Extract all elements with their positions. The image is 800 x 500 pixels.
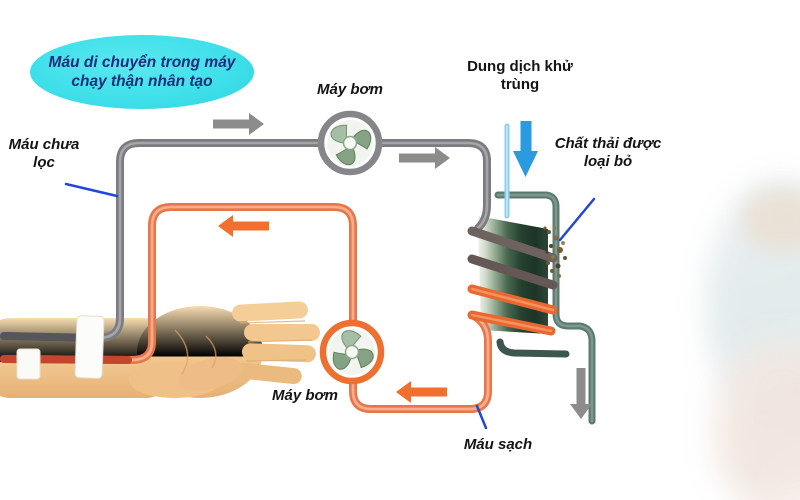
fingers [232,301,320,385]
diagram-title: Máu di chuyển trong máy chạy thận nhân t… [48,53,236,90]
callout-lines [64,182,596,430]
callout-line-waste [558,197,596,242]
label-unfiltered-blood: Máu chưa lọc [8,136,80,171]
flow-arrow-left-icon [218,215,269,237]
callout-line-unfiltered [64,182,119,198]
label-pump-top: Máy bơm [317,81,383,98]
waste-particles [543,226,567,278]
arm-illustration [0,301,320,398]
callout-line-clean [475,404,488,430]
thumb [177,357,243,391]
bath-drain-tube [494,191,596,425]
flow-arrow-left-icon [396,381,447,403]
solution-arrow-down-icon [513,121,538,177]
tape-band [16,315,105,380]
pump-bottom [318,318,386,387]
label-clean-blood: Máu sạch [463,436,533,453]
label-disinfectant-solution: Dung dịch khử trùng [467,58,573,93]
label-waste-removed: Chất thải được loại bỏ [554,135,662,170]
flow-arrow-right-icon [399,147,450,169]
flow-arrow-right-icon [213,113,264,135]
title-bubble: Máu di chuyển trong máy chạy thận nhân t… [30,35,254,109]
pump-top [317,110,383,176]
label-pump-bottom: Máy bơm [272,387,338,404]
blood-coils [467,226,558,336]
background-photo-fragment [742,188,800,252]
